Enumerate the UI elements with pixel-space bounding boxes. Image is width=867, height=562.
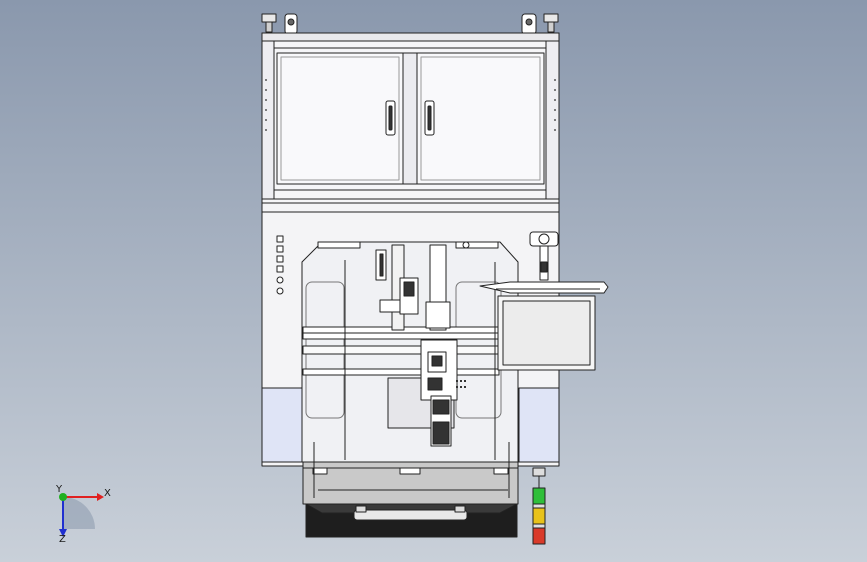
front-drawer[interactable] bbox=[305, 503, 518, 538]
door-handle-right[interactable] bbox=[424, 100, 435, 136]
keyboard-tray[interactable] bbox=[479, 281, 609, 294]
hmi-monitor[interactable] bbox=[497, 295, 596, 371]
x-axis-label: X bbox=[104, 488, 111, 499]
stack-light bbox=[532, 467, 546, 545]
stack-light-middle bbox=[532, 507, 546, 525]
coordinate-triad[interactable]: X Y Z bbox=[55, 484, 111, 545]
cabinet-door-divider bbox=[402, 52, 418, 185]
z-axis-arrowhead bbox=[59, 529, 67, 537]
y-axis-dot bbox=[59, 493, 67, 501]
stack-light-top bbox=[532, 487, 546, 505]
caster-wheel-right bbox=[521, 13, 559, 35]
tool-head-upper bbox=[375, 241, 470, 331]
spindle-head bbox=[420, 339, 466, 447]
control-buttons[interactable] bbox=[276, 235, 284, 295]
x-axis-arrowhead bbox=[97, 493, 104, 501]
gantry-beam bbox=[302, 260, 500, 460]
z-axis-label: Z bbox=[59, 534, 66, 545]
machine-base bbox=[302, 442, 519, 505]
triad-plane-shading bbox=[63, 497, 95, 529]
stack-light-bottom bbox=[532, 527, 546, 545]
door-handle-left[interactable] bbox=[385, 100, 396, 136]
y-axis-label: Y bbox=[55, 484, 63, 495]
cabinet-door-right[interactable] bbox=[416, 52, 545, 185]
cabinet-door-left[interactable] bbox=[276, 52, 404, 185]
monitor-arm[interactable] bbox=[529, 231, 559, 281]
caster-wheel-left bbox=[261, 13, 298, 35]
